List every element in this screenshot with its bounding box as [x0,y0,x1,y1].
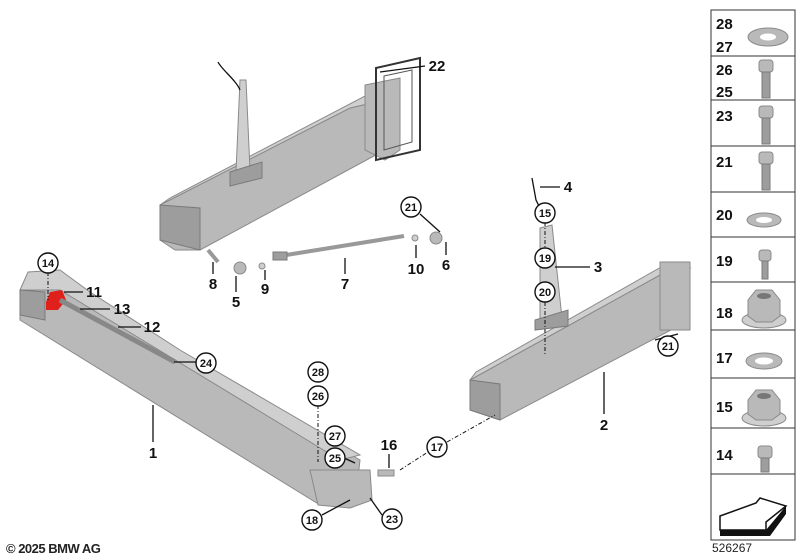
callout-17: 17 [431,442,443,454]
flange-nut-icon [741,289,787,329]
callout-1: 1 [149,445,157,462]
socket-screw-icon [758,59,774,99]
callout-23: 23 [386,514,398,526]
callout-28: 28 [312,367,324,379]
callout-16: 16 [381,437,398,454]
callout-15: 15 [539,208,551,220]
legend-label-19: 19 [716,253,733,270]
socket-screw-icon [758,105,774,145]
document-number: 526267 [712,541,753,555]
callout-20: 20 [539,287,551,299]
legend-label-27: 27 [716,39,733,56]
flange-nut-icon [741,389,787,427]
callout-18: 18 [306,515,318,527]
callout-13: 13 [114,301,131,318]
fastener-legend [710,9,796,541]
legend-label-21: 21 [716,154,733,171]
right-crossmember [469,177,692,421]
callout-24: 24 [200,358,213,370]
callout-10: 10 [408,261,425,278]
callout-2: 2 [600,417,608,434]
callouts: 22 4 3 7 10 6 8 5 9 11 13 12 1 2 16 [86,58,608,462]
callout-21: 21 [405,202,417,214]
bolt-16 [377,469,395,477]
arrow-icon [719,497,788,536]
leader-lines [47,65,679,516]
callout-7: 7 [341,276,349,293]
callout-12: 12 [144,319,161,336]
callout-4: 4 [564,179,573,196]
callout-9: 9 [261,281,269,298]
callout-27: 27 [329,431,341,443]
legend-label-15: 15 [716,399,733,416]
upper-crossmember [159,61,401,251]
callout-25: 25 [329,453,341,465]
callout-5: 5 [232,294,240,311]
callout-22: 22 [429,58,446,75]
socket-screw-icon [757,445,773,473]
legend-label-28: 28 [716,16,733,33]
legend-label-25: 25 [716,84,733,101]
legend-label-23: 23 [716,108,733,125]
callout-19: 19 [539,253,551,265]
socket-screw-icon [758,151,774,191]
left-crossmember [19,269,373,509]
callout-11: 11 [86,284,102,301]
circled-callouts [37,196,679,531]
legend-label-26: 26 [716,62,733,79]
callout-3: 3 [594,259,602,276]
callout-8: 8 [209,276,217,293]
callout-26: 26 [312,391,324,403]
callout-6: 6 [442,257,450,274]
legend-label-20: 20 [716,207,733,224]
tie-rod [206,231,443,275]
gasket [375,56,421,162]
socket-screw-icon [758,249,772,280]
callout-21: 21 [662,341,674,353]
highlighted-bracket [46,290,66,310]
legend-label-14: 14 [716,447,733,464]
callout-14: 14 [42,258,55,270]
legend-label-17: 17 [716,350,733,367]
legend-label-18: 18 [716,305,733,322]
copyright: © 2025 BMW AG [6,541,101,556]
